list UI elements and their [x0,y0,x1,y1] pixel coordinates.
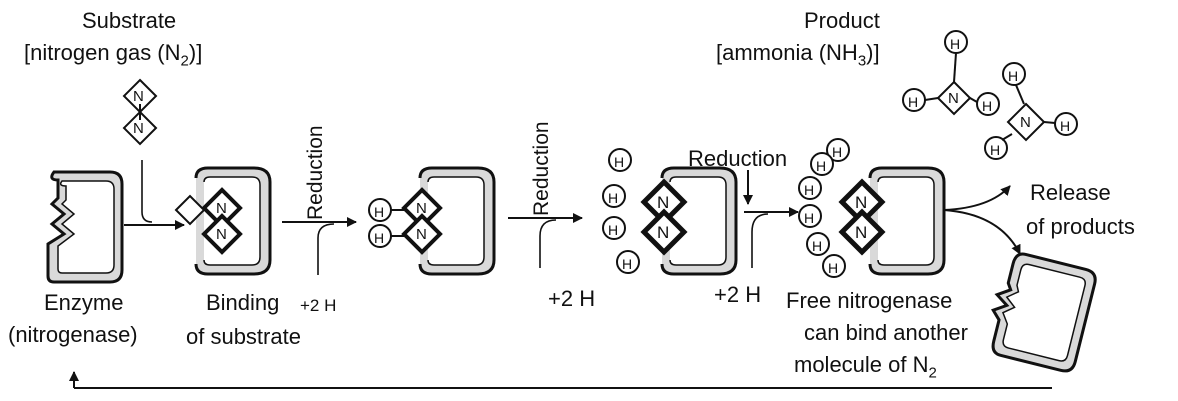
enzyme-bound-substrate [174,166,272,276]
reduction-label-2: Reduction [530,121,553,216]
stage3-h-atom: H [832,144,843,160]
product-title: Product [804,8,880,33]
stage3-h-atom: H [828,260,839,276]
binding-label-line2: of substrate [186,324,301,349]
stage1-n-atom-bottom: N [416,226,427,243]
substrate-n2-molecule [122,78,158,146]
enzyme-reduced-stage2 [602,148,738,276]
binding-label-line1: Binding [206,290,280,315]
plus-2h-label-2: +2 H [548,286,596,311]
stage3-n-atom-bottom: N [855,223,868,242]
bound-n-atom-top: N [216,200,227,217]
stage2-h-atom: H [614,154,625,170]
product1-h-atom: H [982,98,993,114]
product2-h-atom: H [1060,118,1071,134]
substrate-title: Substrate [82,8,177,33]
plus-2h-label-1: +2 H [300,296,337,315]
stage3-h-atom: H [804,182,815,198]
release-label-line1: Release [1030,180,1111,205]
enzyme-label-line2: (nitrogenase) [8,322,138,347]
product1-h-atom: H [950,36,961,52]
product1-h-atom: H [908,94,919,110]
stage1-n-atom-top: N [416,200,427,217]
substrate-n-atom-top: N [133,88,144,105]
stage2-n-atom-bottom: N [657,223,670,242]
stage2-h-atom: H [608,222,619,238]
product-nh3-molecule-1 [902,30,1000,116]
stage2-h-atom: H [608,190,619,206]
stage2-h-atom: H [622,256,633,272]
product-nh3-molecule-2 [984,62,1078,160]
free-nitrogenase-shape [991,252,1097,373]
substrate-n-atom-bottom: N [133,120,144,137]
product1-n-atom: N [948,90,959,107]
stage3-h-atom: H [816,158,827,174]
plus-2h-label-3: +2 H [714,282,762,307]
stage3-h-atom: H [804,210,815,226]
free-nitrogenase-line2: can bind another [804,320,968,345]
bound-n-atom-bottom: N [216,226,227,243]
stage1-h-atom: H [374,230,385,246]
stage1-h-atom: H [374,204,385,220]
enzyme-nitrogenase-shape [46,170,124,284]
stage3-n-atom-top: N [855,193,868,212]
stage3-h-atom: H [812,238,823,254]
free-nitrogenase-line3: molecule of N2 [794,352,937,382]
reduction-label-3: Reduction [688,146,788,171]
release-label-line2: of products [1026,214,1135,239]
stage2-n-atom-top: N [657,193,670,212]
product2-n-atom: N [1020,114,1031,131]
free-nitrogenase-line1: Free nitrogenase [786,288,953,313]
enzyme-label-line1: Enzyme [44,290,124,315]
enzyme-reduced-stage3 [798,138,946,278]
product-subtitle: [ammonia (NH3)] [716,40,880,70]
reduction-label-1: Reduction [304,125,327,220]
enzyme-reduced-stage1 [368,166,496,276]
product2-h-atom: H [990,142,1001,158]
substrate-subtitle: [nitrogen gas (N2)] [24,40,203,70]
product2-h-atom: H [1008,68,1019,84]
